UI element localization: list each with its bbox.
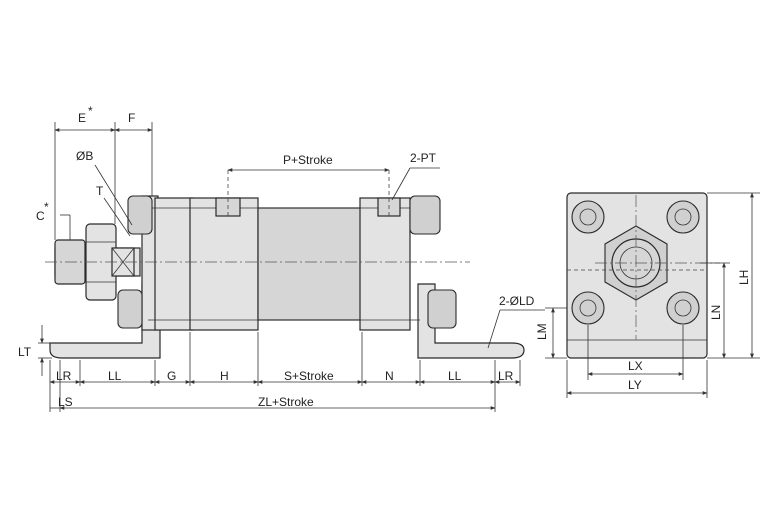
bolt-top-left: [571, 200, 605, 234]
front-cover: [154, 197, 194, 331]
side-view-dimensions: [38, 122, 545, 412]
label-p-stroke: P+Stroke: [283, 153, 333, 167]
label-t: T: [96, 184, 104, 198]
label-lm: LM: [535, 323, 549, 340]
label-2-old: 2-ØLD: [499, 294, 535, 308]
dimension-labels: E * F ØB T C * P+Stroke 2-PT LT LR LL G …: [18, 104, 751, 409]
front-view-dimensions: [545, 192, 760, 398]
label-2-pt: 2-PT: [410, 151, 437, 165]
bolt-top-right: [666, 200, 700, 234]
label-lx: LX: [628, 359, 643, 373]
label-lr-right: LR: [498, 369, 514, 383]
label-ll-left: LL: [108, 369, 122, 383]
side-view: [45, 170, 525, 359]
label-zl-stroke: ZL+Stroke: [258, 395, 314, 409]
tie-rod-nut-front-bottom: [117, 289, 143, 329]
head-cover: [189, 197, 259, 331]
label-lt: LT: [18, 345, 32, 359]
label-c: C: [36, 209, 45, 223]
label-e-star: *: [88, 104, 93, 118]
label-ln: LN: [709, 305, 723, 320]
label-c-star: *: [44, 200, 49, 214]
rear-cover: [359, 197, 411, 331]
label-e: E: [78, 111, 86, 125]
bolt-bottom-left: [571, 291, 605, 325]
tie-rod-nut-rear-top: [409, 195, 441, 235]
right-foot-bracket: [417, 283, 525, 359]
label-s-stroke: S+Stroke: [284, 369, 334, 383]
label-h: H: [220, 369, 229, 383]
bolt-bottom-right: [666, 291, 700, 325]
tie-rod-nut-front-top: [127, 195, 153, 235]
label-f: F: [128, 111, 135, 125]
label-lr-left: LR: [56, 369, 72, 383]
label-g: G: [167, 369, 176, 383]
label-lh: LH: [737, 270, 751, 285]
label-ll-right: LL: [448, 369, 462, 383]
cylinder-barrel: [257, 207, 363, 321]
tie-rod-nut-rear-bottom: [427, 289, 457, 329]
front-view: [566, 192, 720, 359]
label-ly: LY: [628, 378, 642, 392]
label-ls: LS: [58, 395, 73, 409]
label-n: N: [385, 369, 394, 383]
label-ob: ØB: [76, 149, 93, 163]
